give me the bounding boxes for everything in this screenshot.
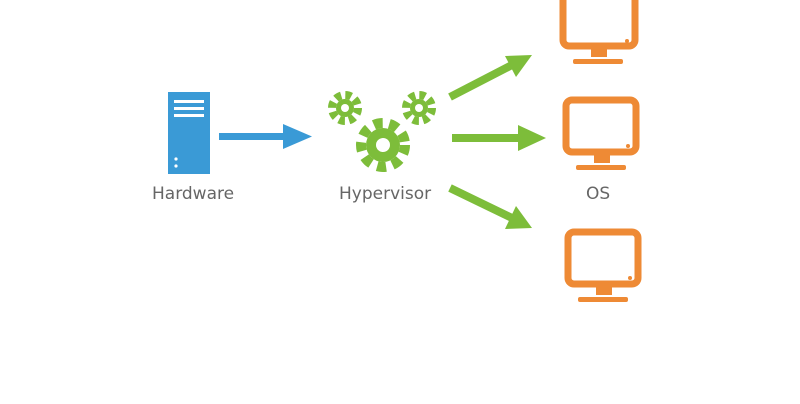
large-gear-icon xyxy=(356,118,410,172)
arrow-hypervisor-to-os-2 xyxy=(452,125,546,151)
monitor-icon xyxy=(562,96,640,170)
small-gear-right-icon xyxy=(402,91,436,125)
hardware-label: Hardware xyxy=(152,184,235,204)
gears-icon xyxy=(328,91,436,172)
hypervisor-label: Hypervisor xyxy=(339,184,432,204)
arrow-hypervisor-to-os-1 xyxy=(448,55,532,101)
arrow-hypervisor-to-os-3 xyxy=(448,184,532,229)
monitor-icon xyxy=(564,228,642,302)
os-label: OS xyxy=(586,184,611,204)
small-gear-left-icon xyxy=(328,91,362,125)
arrow-hardware-to-hypervisor xyxy=(219,124,312,149)
monitor-icon xyxy=(559,0,639,64)
server-icon xyxy=(168,92,210,174)
